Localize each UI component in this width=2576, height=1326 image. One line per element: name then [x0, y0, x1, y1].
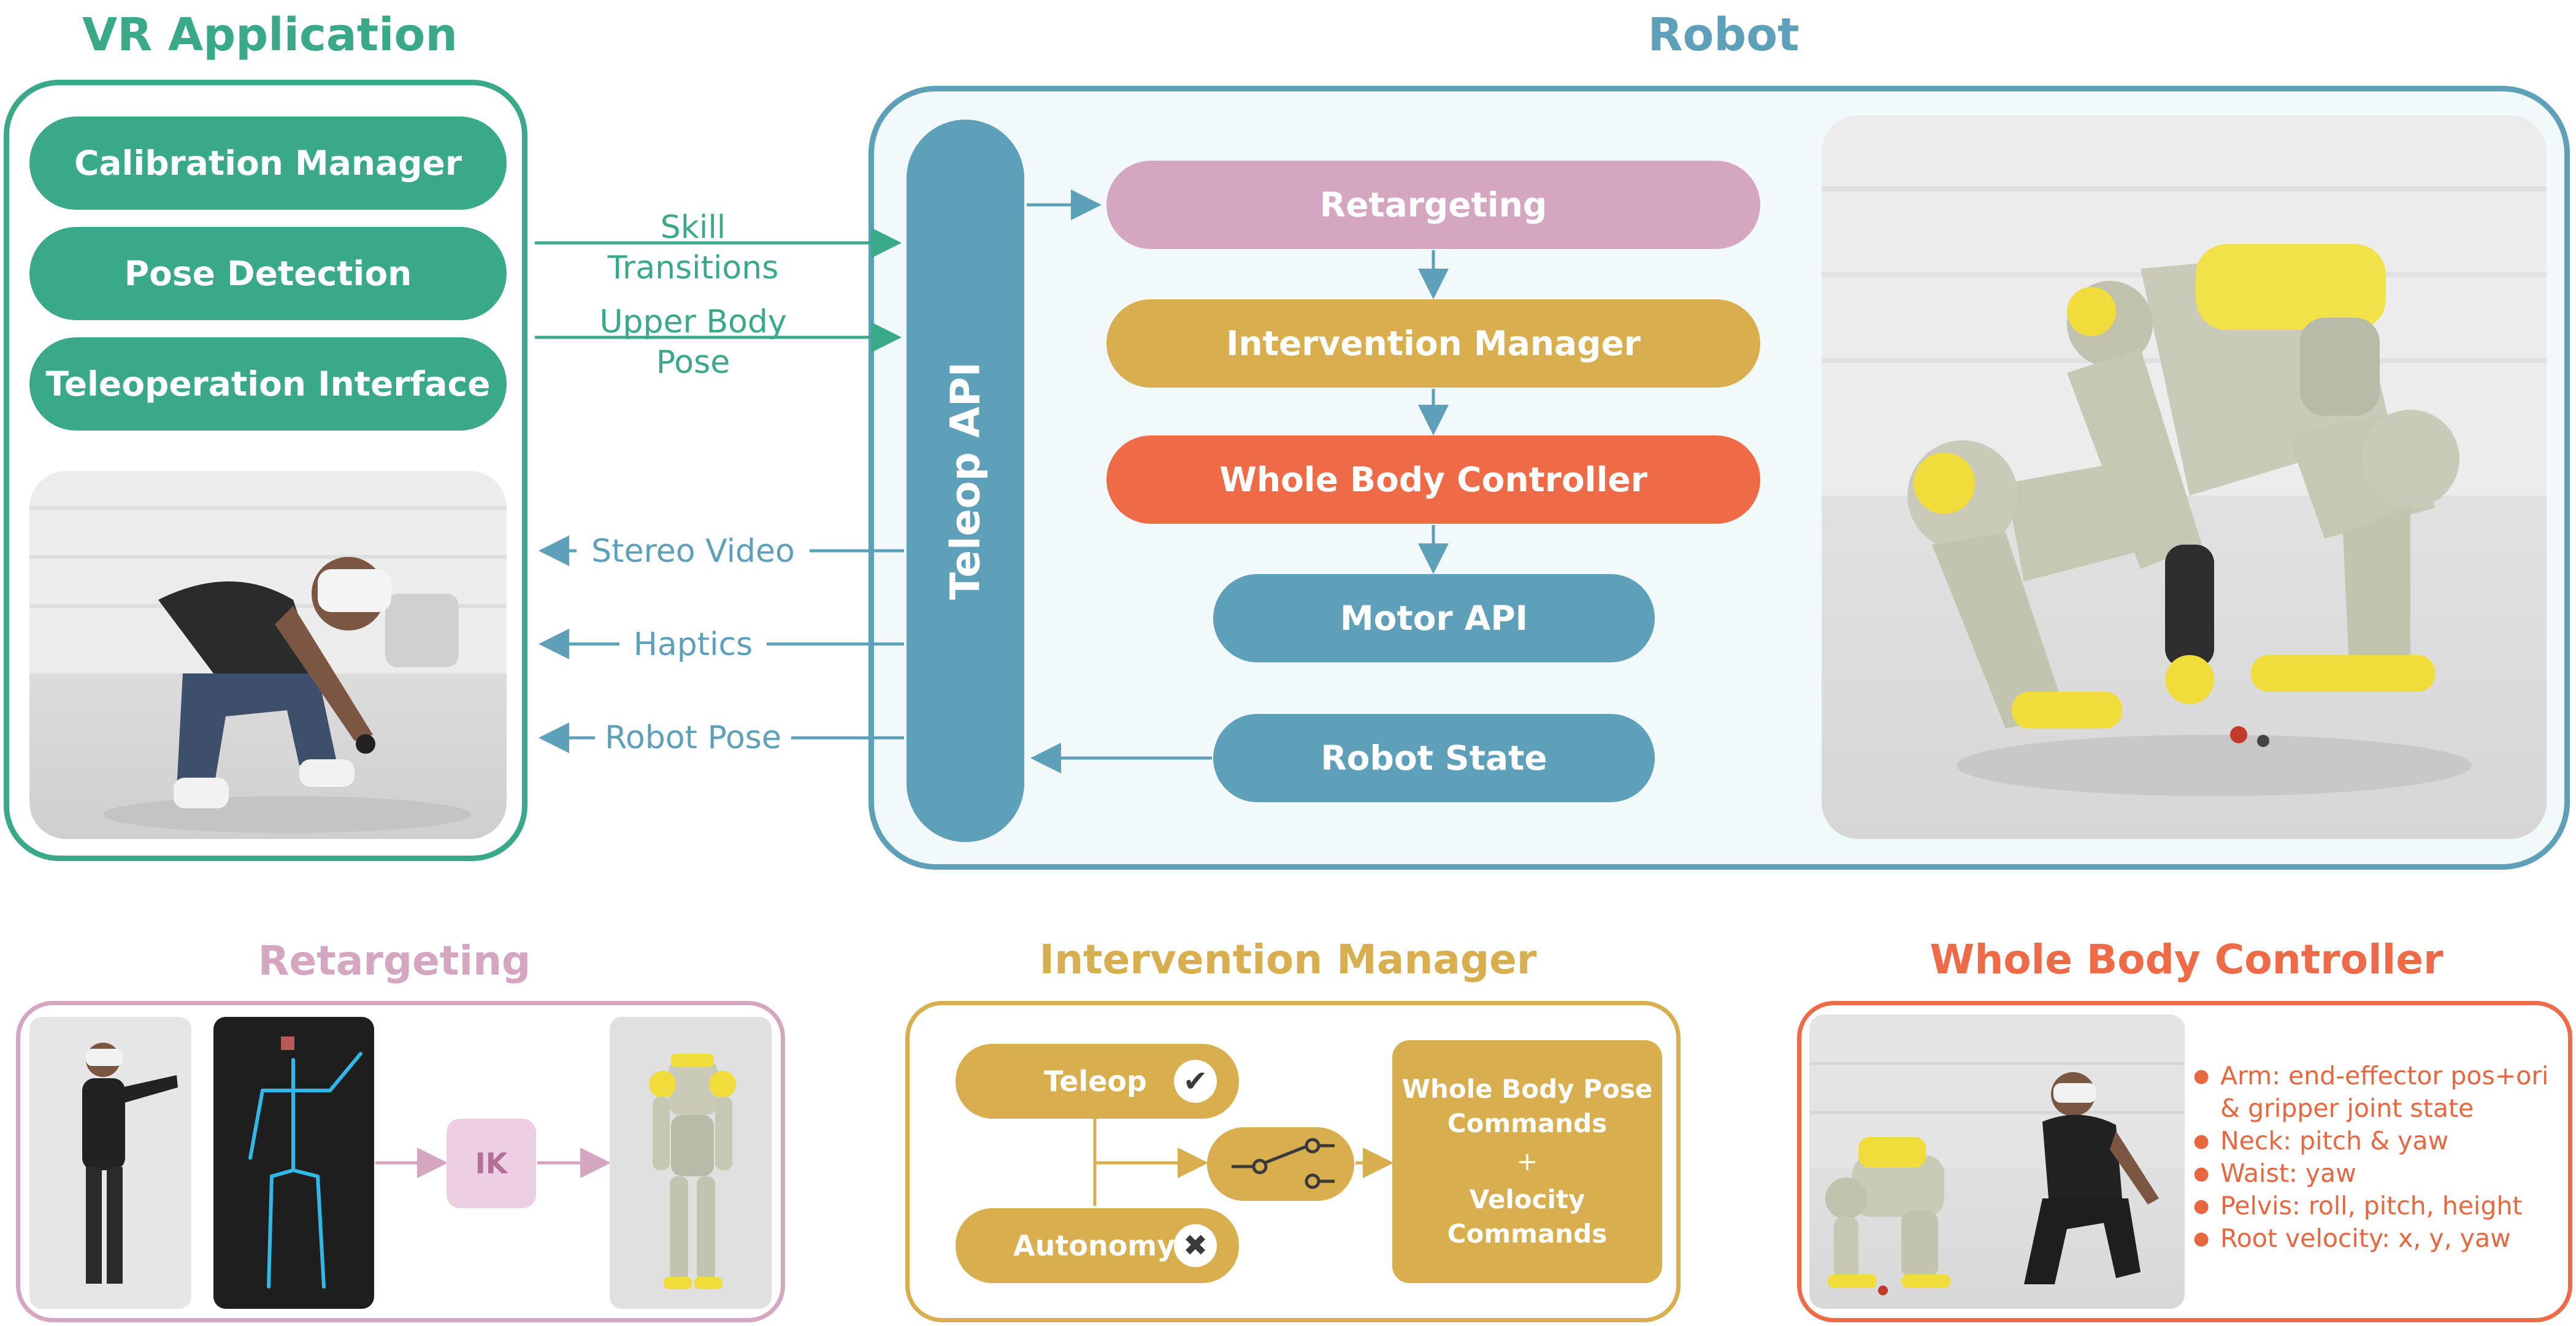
wbc-item-root-velocity: Root velocity: x, y, yaw: [2193, 1222, 2561, 1255]
pose-detection-button[interactable]: Pose Detection: [29, 227, 507, 320]
retargeting-panel-title: Retargeting: [258, 937, 531, 984]
whole-body-controller-block: Whole Body Controller: [1106, 435, 1760, 524]
motor-api-block: Motor API: [1213, 574, 1655, 662]
intervention-panel-title: Intervention Manager: [1039, 936, 1537, 983]
ik-block: IK: [447, 1119, 536, 1208]
vr-operator-photo: [29, 471, 507, 839]
retargeting-panel: [16, 1001, 785, 1322]
haptics-label: Haptics: [619, 624, 767, 665]
retargeting-human-photo: [29, 1017, 191, 1309]
wbc-panel: [1797, 1001, 2572, 1322]
teleop-label: Teleop: [1044, 1065, 1147, 1098]
intervention-manager-block: Intervention Manager: [1106, 299, 1760, 388]
autonomy-option[interactable]: Autonomy ✖: [956, 1208, 1239, 1283]
retargeting-skeleton-image: [213, 1017, 374, 1309]
check-icon: ✔: [1174, 1060, 1217, 1103]
wbc-details-list: Arm: end-effector pos+ori& gripper joint…: [2193, 1060, 2561, 1255]
commands-line-1: Whole Body Pose: [1401, 1074, 1653, 1104]
switch-icon: [1232, 1138, 1335, 1189]
robot-title: Robot: [1647, 9, 1800, 61]
calibration-manager-button[interactable]: Calibration Manager: [29, 117, 507, 210]
robot-photo: [1822, 115, 2547, 839]
robot-illustration: [1822, 115, 2547, 796]
switch-block: [1207, 1127, 1354, 1201]
robot-state-block: Robot State: [1213, 714, 1655, 802]
wbc-item-arm: Arm: end-effector pos+ori& gripper joint…: [2193, 1060, 2561, 1125]
skill-transitions-label: Skill Transitions: [607, 209, 779, 286]
wbc-photo: [1809, 1014, 2185, 1309]
retargeting-block: Retargeting: [1106, 161, 1760, 249]
robot-pose-label: Robot Pose: [595, 718, 791, 758]
teleop-option[interactable]: Teleop ✔: [956, 1044, 1239, 1119]
teleop-api-label: Teleop API: [941, 362, 989, 600]
commands-line-3: Velocity: [1469, 1184, 1585, 1214]
commands-block: Whole Body Pose Commands + Velocity Comm…: [1392, 1040, 1662, 1283]
close-icon: ✖: [1174, 1224, 1217, 1267]
commands-line-4: Commands: [1447, 1219, 1608, 1249]
wbc-item-pelvis: Pelvis: roll, pitch, height: [2193, 1190, 2561, 1222]
wbc-item-neck: Neck: pitch & yaw: [2193, 1125, 2561, 1157]
teleoperation-interface-button[interactable]: Teleoperation Interface: [29, 337, 507, 431]
stereo-video-label: Stereo Video: [577, 531, 810, 572]
commands-plus: +: [1516, 1146, 1538, 1176]
vr-operator-illustration: [29, 471, 507, 833]
retargeting-robot-photo: [610, 1017, 772, 1309]
teleop-api-bar: [907, 120, 1024, 842]
upper-body-pose-label: Upper Body Pose: [599, 304, 787, 381]
intervention-panel: [905, 1001, 1681, 1322]
wbc-panel-title: Whole Body Controller: [1930, 936, 2444, 983]
vr-application-title: VR Application: [82, 9, 458, 61]
commands-line-2: Commands: [1447, 1108, 1608, 1138]
wbc-item-waist: Waist: yaw: [2193, 1157, 2561, 1190]
autonomy-label: Autonomy: [1013, 1229, 1176, 1262]
